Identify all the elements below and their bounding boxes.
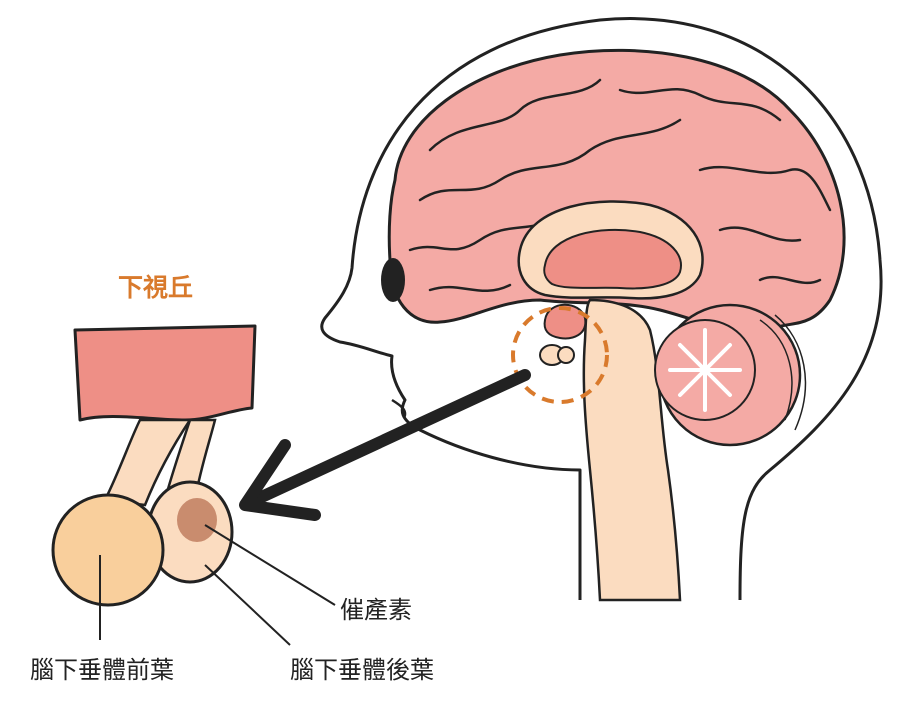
eye [381, 258, 405, 302]
leader-posterior [204, 564, 291, 646]
leader-oxytocin [204, 524, 336, 606]
hypothalamus-block [73, 324, 257, 422]
highlight-circle [511, 306, 609, 404]
cerebellum [654, 303, 807, 447]
oxytocin-spot [177, 498, 217, 542]
hypothalamus-label: 下視丘 [118, 273, 194, 302]
posterior-pituitary-label: 腦下垂體後葉 [290, 656, 434, 684]
oxytocin-label: 催產素 [340, 596, 412, 624]
zoom-arrow [239, 369, 531, 521]
pituitary-small [539, 303, 587, 366]
hypothalamus-region [543, 228, 682, 290]
pituitary-stalk [103, 418, 193, 507]
anterior-pituitary-label: 腦下垂體前葉 [30, 656, 174, 684]
anterior-lobe [51, 493, 165, 607]
posterior-lobe [146, 480, 234, 584]
mouth-line [391, 398, 407, 419]
brain-gyri [408, 78, 832, 293]
